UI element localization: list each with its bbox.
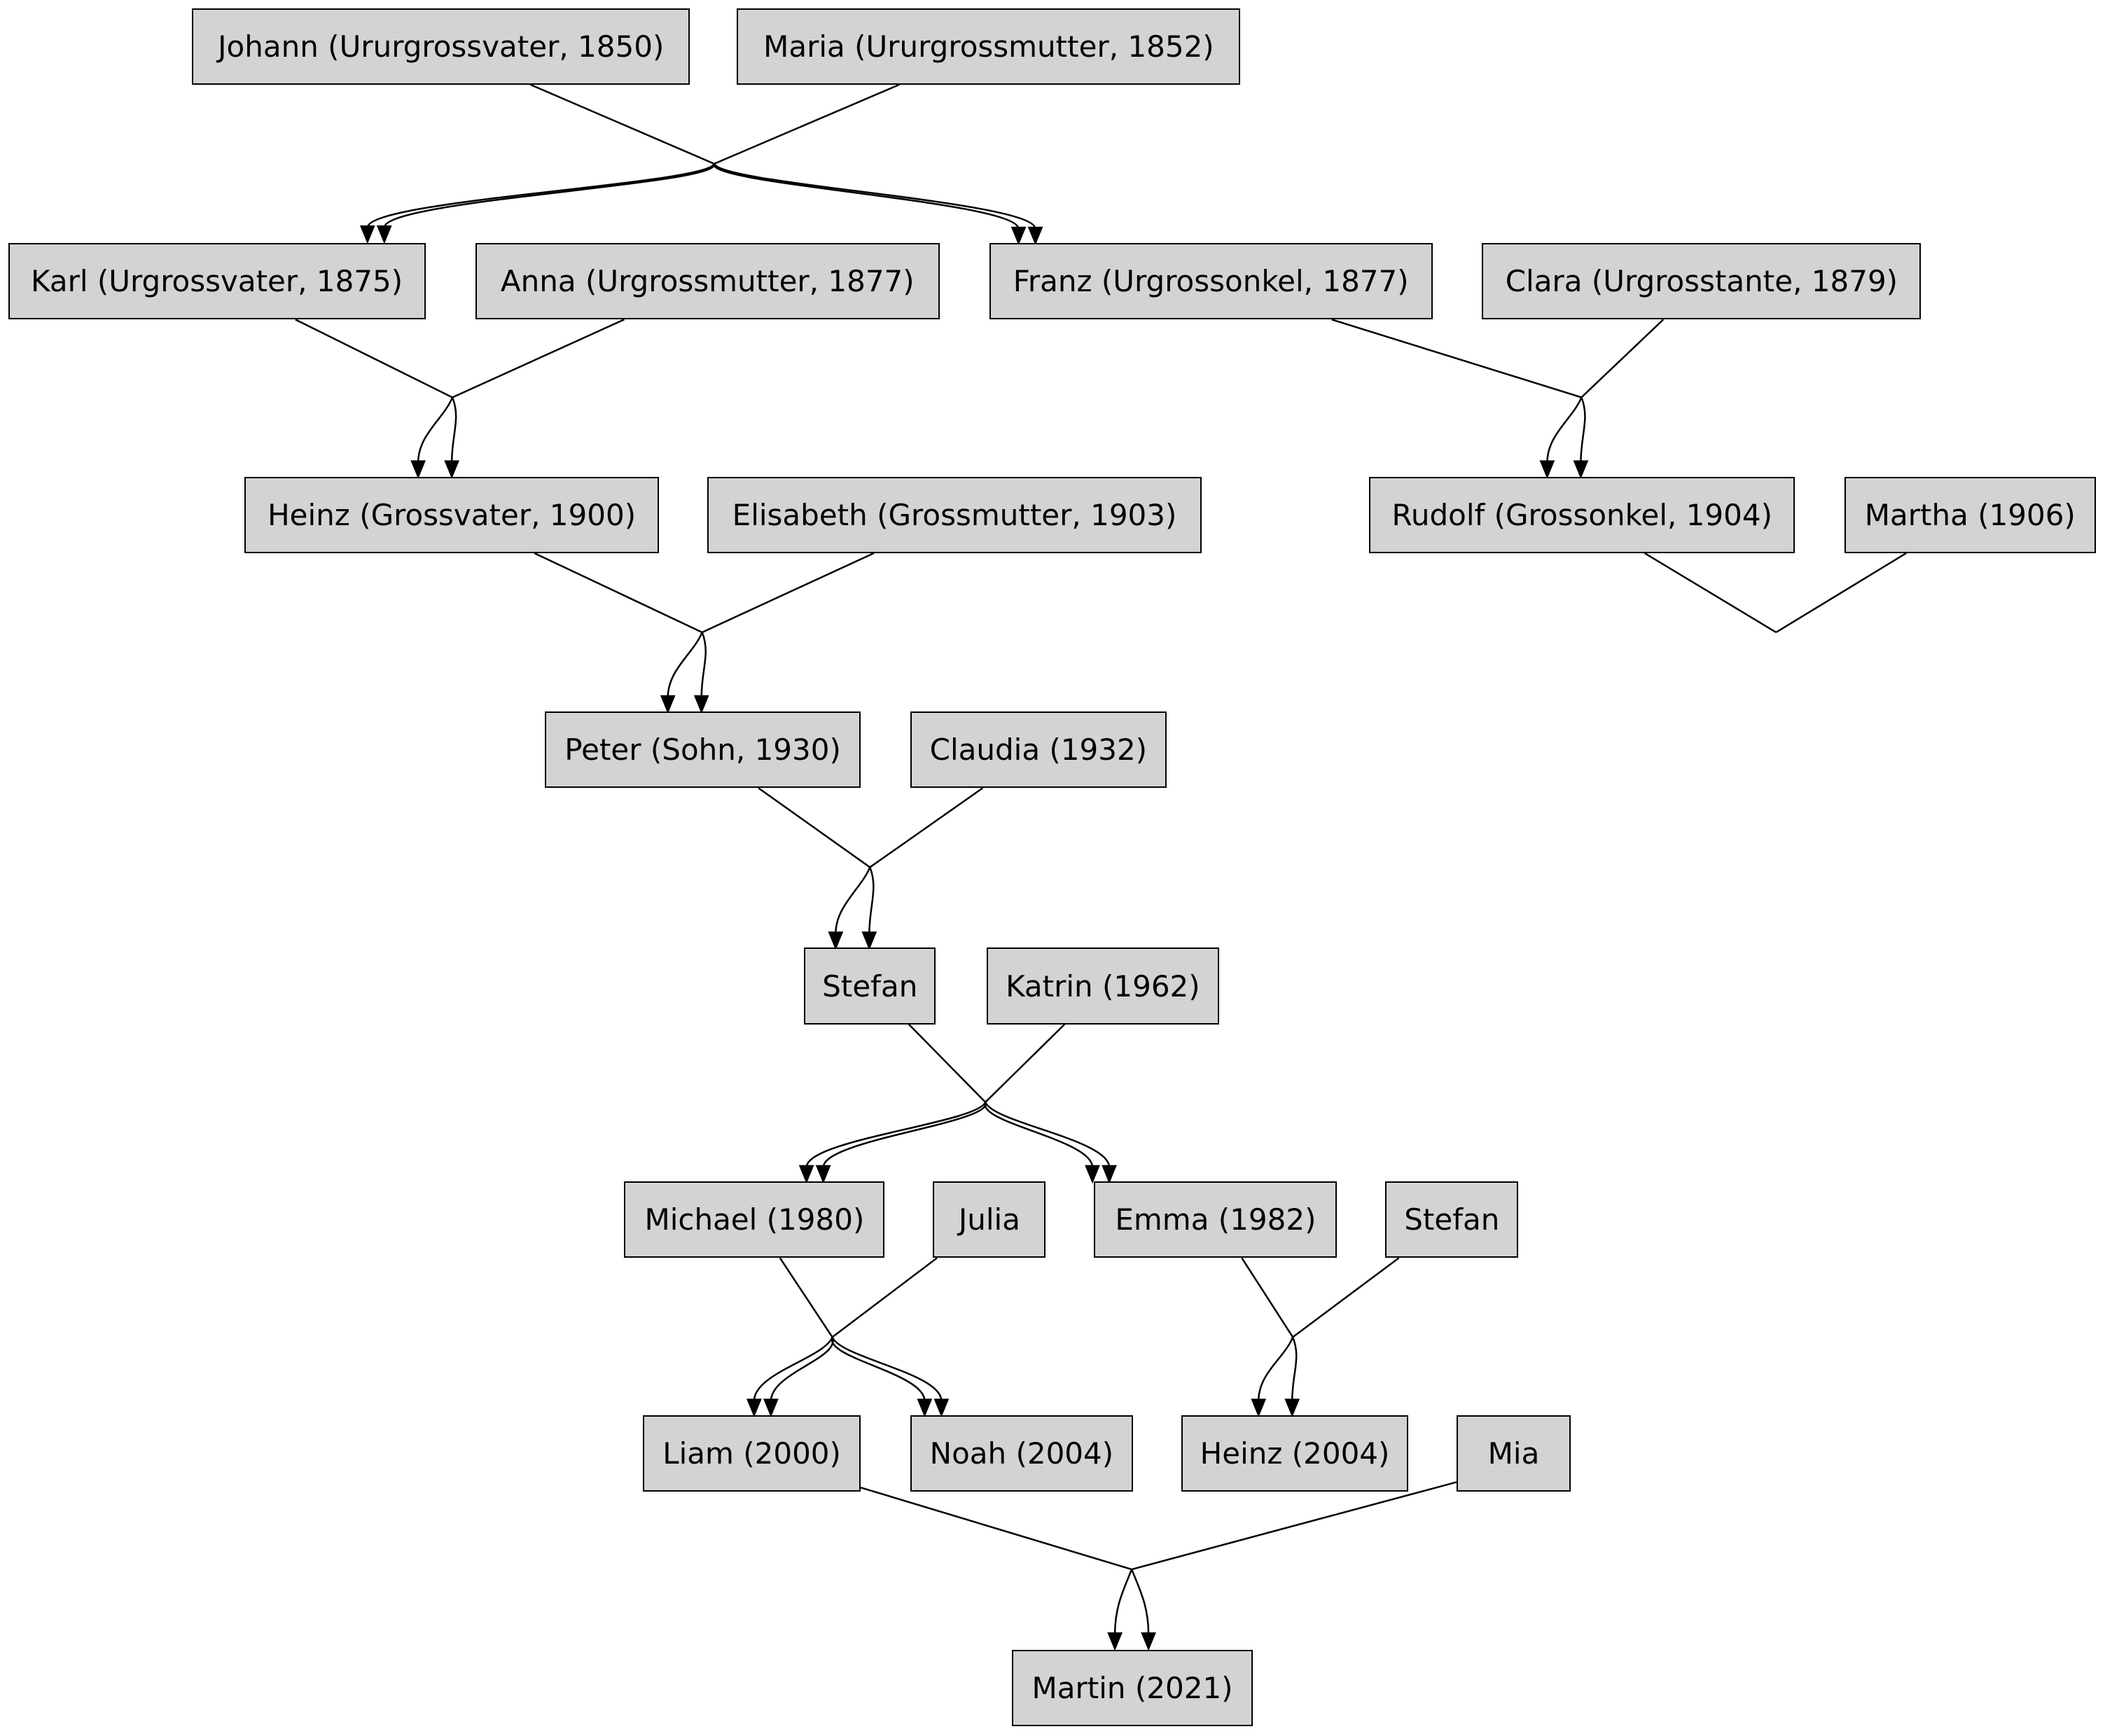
person-node-emma: Emma (1982) xyxy=(1094,1181,1338,1258)
parent-edge-u9-1 xyxy=(1292,1257,1400,1338)
parent-edge-u1-0 xyxy=(529,83,715,165)
child-edge-u1-0-1 xyxy=(383,162,716,228)
person-node-johann: Johann (Ururgrossvater, 1850) xyxy=(192,8,690,85)
arrowhead-u6-0-0 xyxy=(828,931,844,950)
child-edge-u7-0-1 xyxy=(822,1102,987,1168)
child-edge-u10-0-0 xyxy=(1113,1569,1133,1635)
parent-edge-u8-0 xyxy=(779,1257,833,1338)
person-node-julia: Julia xyxy=(933,1181,1046,1258)
arrowhead-u10-0-1 xyxy=(1141,1632,1156,1651)
parent-edge-u6-0 xyxy=(758,787,871,868)
child-edge-u10-0-1 xyxy=(1130,1569,1150,1635)
person-node-martin: Martin (2021) xyxy=(1012,1650,1253,1727)
child-edge-u3-0-0 xyxy=(1546,396,1583,463)
child-edge-u6-0-1 xyxy=(868,866,875,934)
child-edge-u6-0-0 xyxy=(835,866,871,934)
arrowhead-u8-0-0 xyxy=(746,1398,762,1417)
arrowhead-u1-1-0 xyxy=(1010,226,1027,246)
arrowhead-u3-0-0 xyxy=(1539,460,1555,479)
arrowhead-u9-0-1 xyxy=(1284,1398,1300,1417)
person-node-elisabeth: Elisabeth (Grossmutter, 1903) xyxy=(707,476,1202,553)
arrowhead-u7-0-1 xyxy=(815,1165,831,1184)
arrowhead-u8-1-0 xyxy=(917,1398,933,1417)
parent-edge-u9-0 xyxy=(1241,1257,1294,1338)
person-node-mia: Mia xyxy=(1457,1415,1571,1492)
child-edge-u3-0-1 xyxy=(1580,396,1586,463)
parent-edge-u5-1 xyxy=(1775,552,1907,634)
parent-edge-u7-1 xyxy=(985,1023,1066,1103)
person-node-franz: Franz (Urgrossonkel, 1877) xyxy=(989,242,1433,320)
parent-edge-u3-1 xyxy=(1581,319,1665,398)
arrowhead-u1-0-0 xyxy=(359,225,375,244)
person-node-liam: Liam (2000) xyxy=(643,1415,861,1492)
person-node-michael: Michael (1980) xyxy=(624,1181,885,1258)
arrowhead-u8-1-1 xyxy=(933,1398,950,1417)
arrowhead-u7-1-1 xyxy=(1102,1165,1117,1184)
child-edge-u2-0-0 xyxy=(417,396,454,463)
arrowhead-u6-0-1 xyxy=(861,931,877,950)
arrowhead-u1-0-1 xyxy=(376,225,392,244)
child-edge-u9-0-0 xyxy=(1257,1336,1294,1401)
child-edge-u8-1-0 xyxy=(831,1336,926,1401)
arrowhead-u4-0-1 xyxy=(693,695,709,714)
child-edge-u2-0-1 xyxy=(450,396,457,463)
person-node-peter: Peter (Sohn, 1930) xyxy=(545,711,861,789)
person-node-claudia: Claudia (1932) xyxy=(910,711,1167,789)
arrowhead-u1-1-1 xyxy=(1027,226,1043,246)
child-edge-u7-1-0 xyxy=(984,1102,1094,1168)
parent-edge-u10-1 xyxy=(1131,1481,1457,1571)
parent-edge-u4-1 xyxy=(702,552,875,634)
person-node-martha: Martha (1906) xyxy=(1845,476,2096,553)
child-edge-u1-1-0 xyxy=(713,163,1020,230)
child-edge-u4-0-1 xyxy=(700,632,707,698)
person-node-rudolf: Rudolf (Grossonkel, 1904) xyxy=(1369,476,1795,553)
child-edge-u8-1-1 xyxy=(831,1336,943,1401)
parent-edge-u5-0 xyxy=(1644,552,1777,634)
person-node-heinz2004: Heinz (2004) xyxy=(1181,1415,1409,1492)
child-edge-u1-1-1 xyxy=(713,163,1036,230)
arrowhead-u3-0-1 xyxy=(1573,460,1589,479)
person-node-stefan1: Stefan xyxy=(804,947,936,1025)
person-node-anna: Anna (Urgrossmutter, 1877) xyxy=(475,242,940,320)
child-edge-u1-0-0 xyxy=(366,163,716,228)
parent-edge-u10-0 xyxy=(860,1486,1132,1571)
parent-edge-u6-1 xyxy=(869,787,984,868)
child-edge-u8-0-1 xyxy=(770,1336,834,1401)
person-node-clara: Clara (Urgrosstante, 1879) xyxy=(1482,242,1922,320)
arrowhead-u9-0-0 xyxy=(1251,1398,1267,1417)
child-edge-u7-0-0 xyxy=(805,1102,987,1168)
parent-edge-u2-0 xyxy=(295,319,453,398)
parent-edge-u3-0 xyxy=(1331,319,1582,398)
child-edge-u4-0-0 xyxy=(667,632,703,698)
person-node-stefan2: Stefan xyxy=(1385,1181,1519,1258)
child-edge-u8-0-0 xyxy=(753,1336,833,1401)
arrowhead-u4-0-0 xyxy=(660,695,676,714)
parent-edge-u2-1 xyxy=(452,319,625,398)
parent-edge-u4-0 xyxy=(534,552,703,634)
person-node-maria: Maria (Ururgrossmutter, 1852) xyxy=(737,8,1241,85)
arrowhead-u7-1-0 xyxy=(1085,1165,1100,1184)
arrowhead-u7-0-0 xyxy=(798,1165,814,1184)
person-node-katrin: Katrin (1962) xyxy=(987,947,1219,1025)
arrowhead-u2-0-1 xyxy=(444,460,459,479)
arrowhead-u2-0-0 xyxy=(410,460,426,479)
parent-edge-u1-1 xyxy=(714,83,900,165)
arrowhead-u10-0-0 xyxy=(1107,1632,1123,1651)
person-node-heinz-gv: Heinz (Grossvater, 1900) xyxy=(244,476,660,553)
child-edge-u9-0-1 xyxy=(1291,1336,1298,1401)
child-edge-u7-1-1 xyxy=(984,1102,1111,1168)
arrowhead-u8-0-1 xyxy=(763,1398,779,1417)
parent-edge-u7-0 xyxy=(908,1023,987,1103)
person-node-karl: Karl (Urgrossvater, 1875) xyxy=(8,242,426,320)
person-node-noah: Noah (2004) xyxy=(910,1415,1134,1492)
parent-edge-u8-1 xyxy=(831,1257,938,1338)
